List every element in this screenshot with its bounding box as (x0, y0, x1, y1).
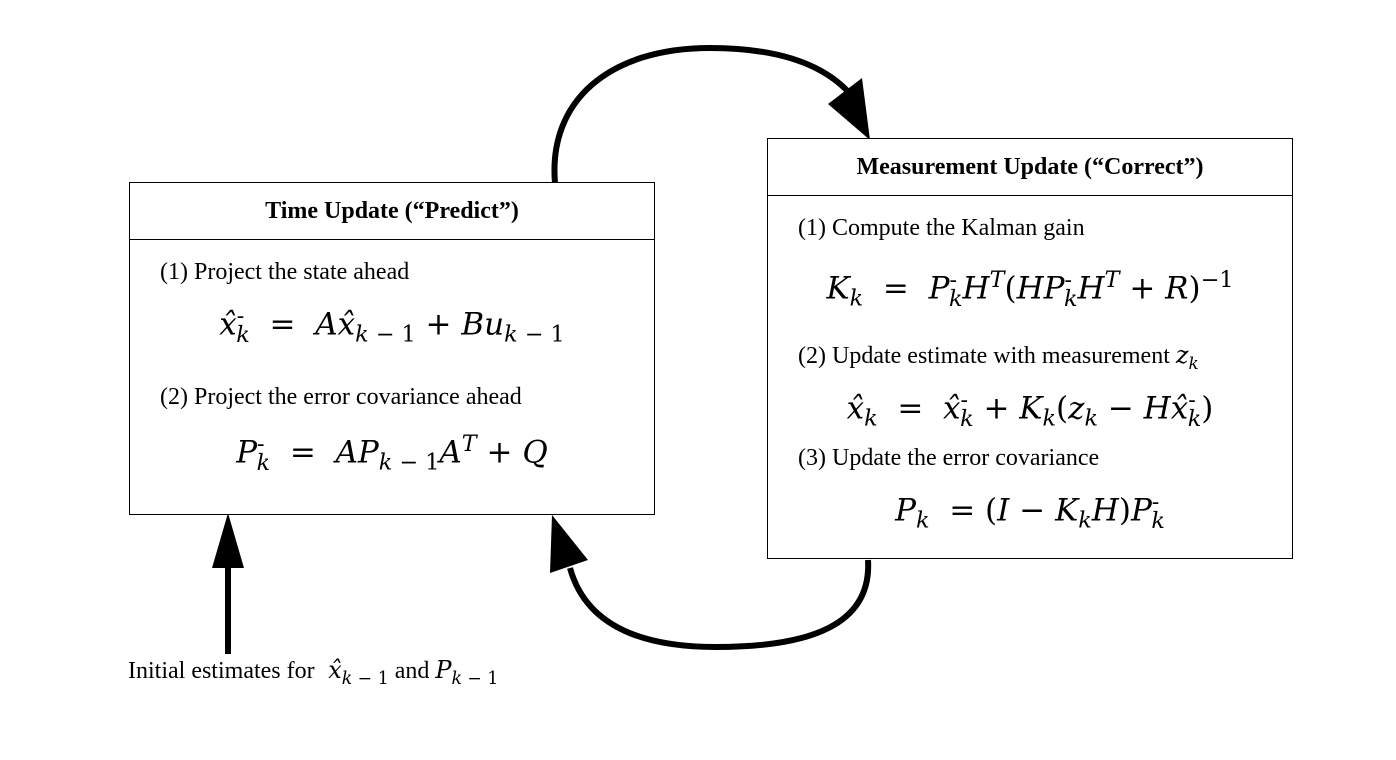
initial-estimates-arrowhead (212, 513, 244, 568)
initial-covariance-symbol: Pk − 1 (435, 656, 499, 689)
estimate-update-equation: x̂k = x̂-k + Kk(zk − Hx̂-k) (846, 387, 1214, 432)
time-update-title: Time Update (“Predict”) (130, 183, 654, 240)
measurement-symbol: zk (1175, 341, 1199, 373)
measurement-update-box: Measurement Update (“Correct”) (1) Compu… (767, 138, 1293, 559)
update-estimate-label: (2) Update estimate with measurement zk (798, 341, 1199, 373)
measurement-update-title: Measurement Update (“Correct”) (768, 139, 1292, 196)
initial-text-before: Initial estimates for (128, 658, 315, 684)
covariance-update-equation: Pk = (I − KkH)P-k (895, 489, 1165, 534)
kalman-gain-equation: Kk = P-kHT(HP-kHT + R)−1 (826, 267, 1234, 312)
predict-to-correct-arrowhead (828, 78, 870, 140)
project-state-label: (1) Project the state ahead (160, 259, 410, 285)
initial-estimates-caption: Initial estimates for x̂k − 1 and Pk − 1 (128, 656, 498, 689)
time-update-box: Time Update (“Predict”) (1) Project the … (129, 182, 655, 515)
state-prediction-equation: x̂-k = Ax̂k − 1 + Buk − 1 (219, 303, 565, 348)
kalman-gain-label: (1) Compute the Kalman gain (798, 215, 1085, 241)
predict-to-correct-arrow (551, 44, 855, 184)
update-estimate-text: (2) Update estimate with measurement (798, 343, 1170, 369)
update-covariance-label: (3) Update the error covariance (798, 445, 1100, 471)
initial-state-symbol: x̂k − 1 (320, 656, 389, 689)
covariance-prediction-equation: P-k = APk − 1AT + Q (236, 431, 548, 476)
correct-to-predict-arrow (567, 559, 872, 651)
initial-text-middle: and (394, 658, 430, 684)
correct-to-predict-arrowhead (550, 515, 588, 573)
project-covariance-label: (2) Project the error covariance ahead (160, 384, 522, 410)
